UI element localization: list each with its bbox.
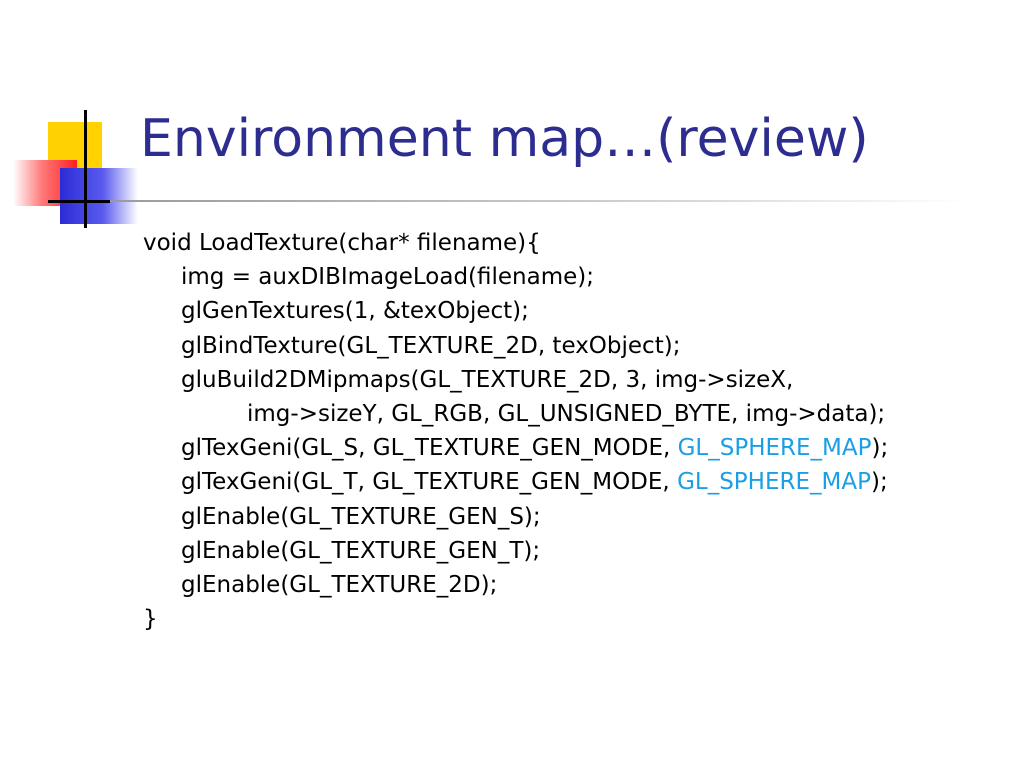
code-block: void LoadTexture(char* filename){ img = …	[143, 226, 1003, 636]
code-text: glTexGeni(GL_S, GL_TEXTURE_GEN_MODE,	[181, 435, 678, 462]
code-line: glEnable(GL_TEXTURE_2D);	[181, 571, 498, 598]
code-line: glEnable(GL_TEXTURE_GEN_T);	[181, 537, 541, 564]
code-line: glBindTexture(GL_TEXTURE_2D, texObject);	[181, 332, 681, 359]
code-line: glTexGeni(GL_T, GL_TEXTURE_GEN_MODE, GL_…	[143, 465, 1003, 499]
code-line: img = auxDIBImageLoad(filename);	[181, 264, 595, 291]
code-line: void LoadTexture(char* filename){	[143, 230, 541, 256]
highlighted-constant: GL_SPHERE_MAP	[677, 469, 871, 496]
decorative-vertical-line	[84, 110, 87, 228]
code-line: img->sizeY, GL_RGB, GL_UNSIGNED_BYTE, im…	[247, 400, 886, 427]
code-line: glEnable(GL_TEXTURE_GEN_S);	[181, 503, 541, 530]
decorative-blue-square	[60, 168, 138, 224]
code-line: }	[143, 606, 158, 633]
code-text: glTexGeni(GL_T, GL_TEXTURE_GEN_MODE,	[181, 469, 678, 496]
code-text: );	[871, 435, 889, 462]
code-line: gluBuild2DMipmaps(GL_TEXTURE_2D, 3, img-…	[181, 366, 794, 393]
code-line: glTexGeni(GL_S, GL_TEXTURE_GEN_MODE, GL_…	[143, 431, 1003, 465]
code-line: glGenTextures(1, &texObject);	[181, 298, 529, 325]
highlighted-constant: GL_SPHERE_MAP	[677, 435, 872, 462]
slide-title: Environment map…(review)	[140, 109, 869, 169]
title-underline-rule	[110, 200, 970, 202]
code-text: );	[870, 469, 888, 496]
decorative-horizontal-line	[48, 200, 110, 203]
